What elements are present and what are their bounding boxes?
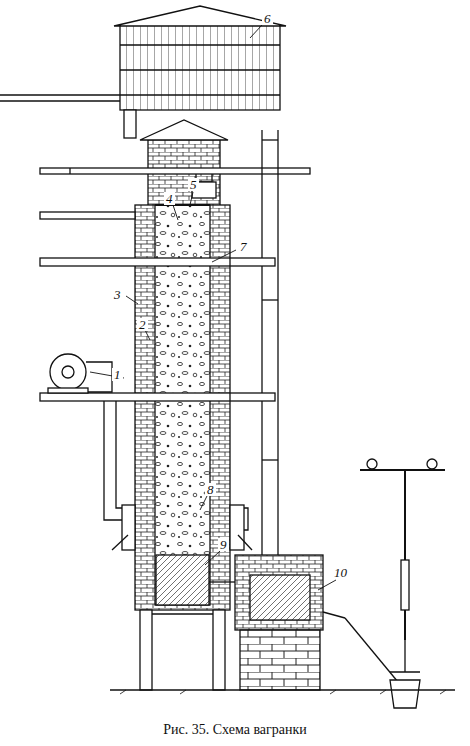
figure-caption: Рис. 35. Схема вагранки	[0, 722, 470, 738]
callout-number: 7	[238, 240, 249, 253]
callout-number: 5	[188, 178, 199, 191]
callout-number: 1	[112, 368, 123, 381]
callout-number: 6	[262, 12, 273, 25]
callout-number: 10	[332, 566, 349, 579]
callout-number: 9	[218, 538, 229, 551]
callout-number: 3	[112, 288, 123, 301]
callout-number: 8	[205, 483, 216, 496]
callout-number: 4	[164, 192, 175, 205]
callout-number: 2	[137, 318, 148, 331]
